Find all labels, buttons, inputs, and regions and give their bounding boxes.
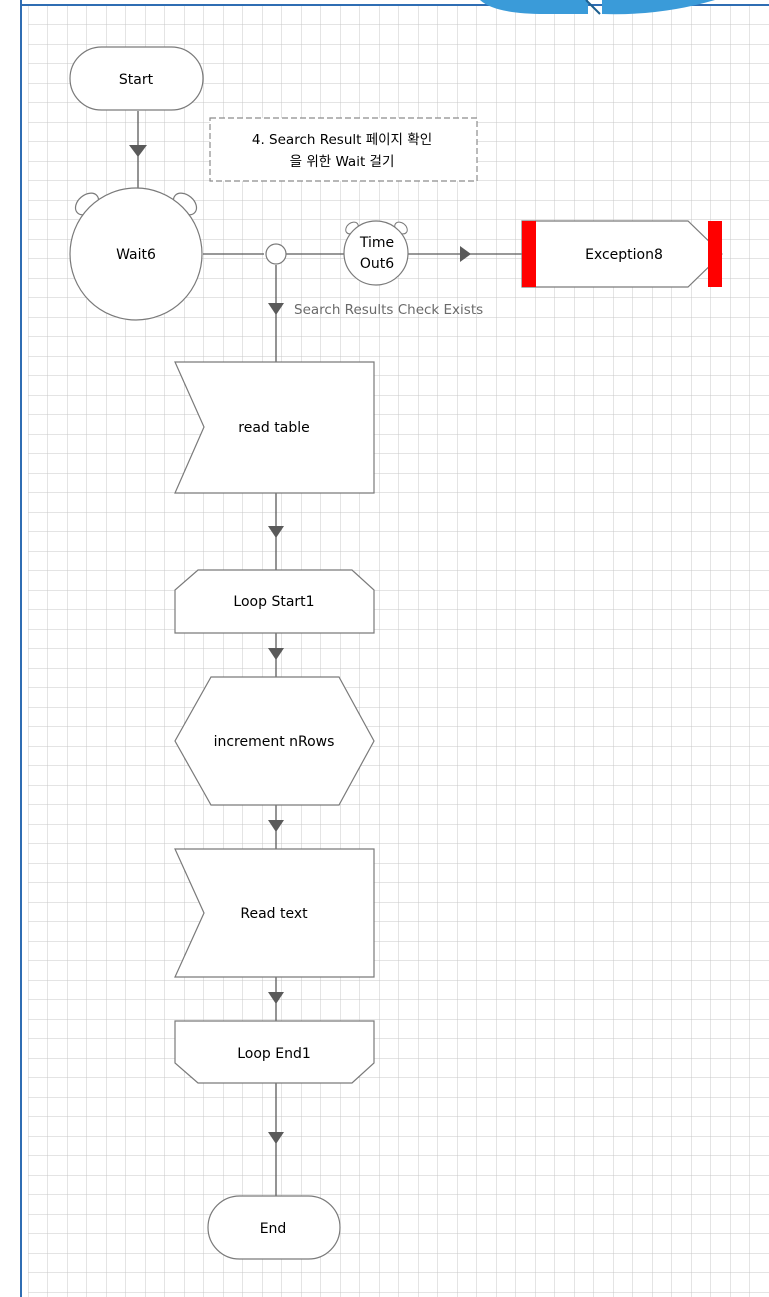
loop-start-stage[interactable]: Loop Start1 <box>174 569 375 634</box>
start-stage[interactable]: Start <box>69 46 204 111</box>
wait-stage-label: Wait6 <box>116 247 156 263</box>
timeout-label-line-1: Time <box>359 235 394 251</box>
read-text-label: Read text <box>240 906 308 922</box>
exception-right-marker <box>708 221 722 287</box>
read-table-stage[interactable]: read table <box>174 361 375 494</box>
end-stage-label: End <box>260 1221 287 1237</box>
timeout-label-line-2: Out6 <box>360 256 394 272</box>
note-line-2: 을 위한 Wait 걸기 <box>290 154 395 170</box>
exception-stage[interactable]: Exception8 <box>521 220 723 288</box>
start-stage-label: Start <box>119 72 154 88</box>
arrowheads <box>129 145 471 1144</box>
decorative-artwork <box>480 0 715 15</box>
loop-end-label: Loop End1 <box>237 1046 311 1062</box>
exception-stage-label: Exception8 <box>585 247 663 263</box>
condition-label: Search Results Check Exists <box>294 302 483 318</box>
increment-stage[interactable]: increment nRows <box>174 676 375 806</box>
note-block[interactable]: 4. Search Result 페이지 확인 을 위한 Wait 걸기 <box>209 117 478 182</box>
timeout-stage[interactable]: Time Out6 <box>343 220 409 286</box>
wait-stage[interactable]: Wait6 <box>69 187 203 321</box>
end-stage[interactable]: End <box>207 1195 341 1260</box>
read-table-label: read table <box>238 420 309 436</box>
loop-start-label: Loop Start1 <box>233 594 314 610</box>
increment-label: increment nRows <box>214 734 335 750</box>
read-text-stage[interactable]: Read text <box>174 848 375 978</box>
loop-end-stage[interactable]: Loop End1 <box>174 1020 375 1084</box>
note-line-1: 4. Search Result 페이지 확인 <box>252 132 432 148</box>
exception-left-marker <box>522 221 536 287</box>
wait-junction[interactable] <box>265 243 287 265</box>
